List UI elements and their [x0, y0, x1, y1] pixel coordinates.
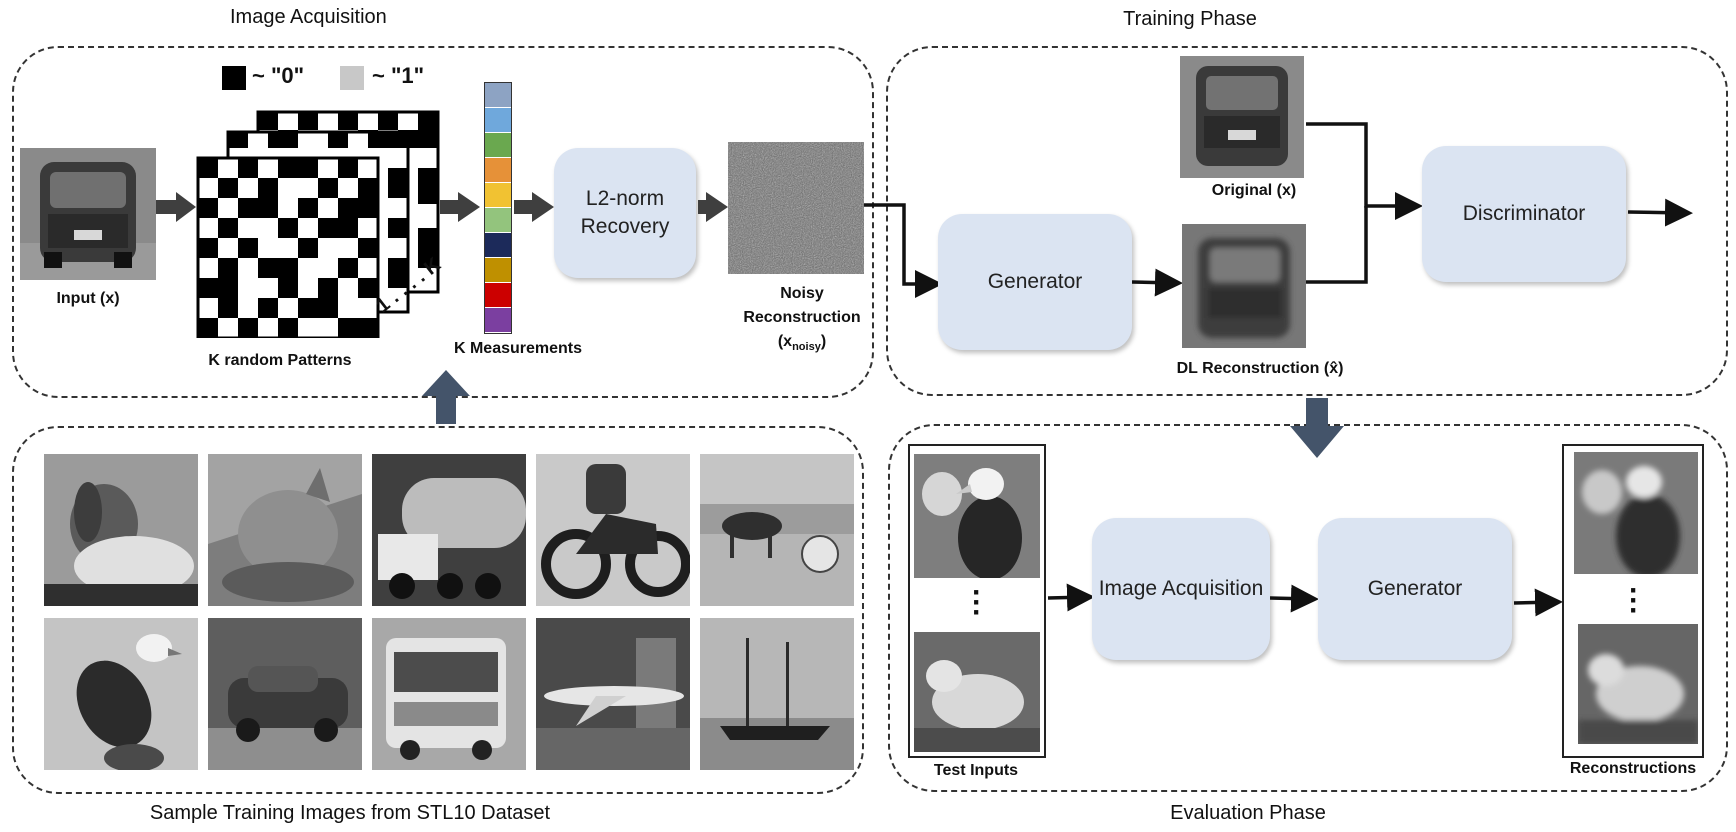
sample-airplane: [536, 618, 690, 770]
test-input-lamb: [914, 632, 1040, 752]
reconstructions-frame: [1562, 444, 1704, 758]
section-title-sample-training: Sample Training Images from STL10 Datase…: [149, 802, 551, 824]
sample-truck: [372, 454, 526, 606]
test-inputs-label: Test Inputs: [933, 762, 1019, 779]
dl-reconstruction-label: DL Reconstruction (x̂): [1176, 360, 1344, 377]
noisy-label-symbol: (xnoisy): [777, 333, 827, 354]
reconstructions-label: Reconstructions: [1569, 760, 1697, 777]
training-phase-panel: [886, 46, 1728, 396]
dl-reconstruction-image: [1182, 224, 1306, 348]
l2-norm-recovery-block: L2-norm Recovery: [554, 148, 696, 278]
random-patterns: [196, 108, 446, 343]
training-generator-block: Generator: [938, 214, 1132, 350]
input-label: Input (x): [56, 290, 120, 307]
sample-cat: [208, 454, 362, 606]
original-label: Original (x): [1211, 182, 1297, 199]
legend-gray-swatch: [340, 66, 364, 90]
sample-bus: [372, 618, 526, 770]
patterns-label: K random Patterns: [208, 352, 352, 369]
sample-bird: [44, 618, 198, 770]
evaluation-image-acquisition-block: Image Acquisition: [1092, 518, 1270, 660]
measurement-segment: [485, 283, 511, 308]
noisy-label-line1: Noisy: [780, 285, 824, 302]
legend-zero-label: ~ "0": [252, 63, 305, 88]
measurement-segment: [485, 258, 511, 283]
sample-motorcycle: [536, 454, 690, 606]
test-inputs-frame: [908, 444, 1046, 758]
sample-ship: [700, 618, 854, 770]
evaluation-generator-block: Generator: [1318, 518, 1512, 660]
test-inputs-ellipsis: ···: [972, 576, 982, 629]
sample-horse: [700, 454, 854, 606]
noisy-label-line2: Reconstruction: [743, 309, 861, 326]
discriminator-block: Discriminator: [1422, 146, 1626, 282]
noisy-reconstruction-label: Noisy Reconstruction (xnoisy): [743, 282, 860, 359]
input-image: [20, 148, 156, 280]
section-title-evaluation-phase: Evaluation Phase: [1170, 802, 1326, 824]
measurements-bar: [484, 82, 512, 334]
legend-one-label: ~ "1": [372, 63, 425, 88]
test-input-eagle: [914, 454, 1040, 578]
measurements-label: K Measurements: [453, 340, 583, 357]
measurement-segment: [485, 233, 511, 258]
section-title-image-acquisition: Image Acquisition: [230, 6, 387, 28]
measurement-segment: [485, 208, 511, 233]
section-title-training-phase: Training Phase: [1123, 8, 1257, 30]
sample-car: [208, 618, 362, 770]
reconstruction-eagle: [1574, 452, 1698, 574]
measurement-segment: [485, 158, 511, 183]
sample-training-panel: [12, 426, 864, 794]
measurement-segment: [485, 133, 511, 158]
measurement-segment: [485, 308, 511, 333]
original-image: [1180, 56, 1304, 178]
measurement-segment: [485, 183, 511, 208]
noisy-reconstruction-image: [728, 142, 864, 274]
sample-dog: [44, 454, 198, 606]
reconstruction-lamb: [1578, 624, 1698, 744]
measurement-segment: [485, 83, 511, 108]
legend-black-swatch: [222, 66, 246, 90]
measurement-segment: [485, 108, 511, 133]
reconstructions-ellipsis: ···: [1629, 574, 1639, 627]
